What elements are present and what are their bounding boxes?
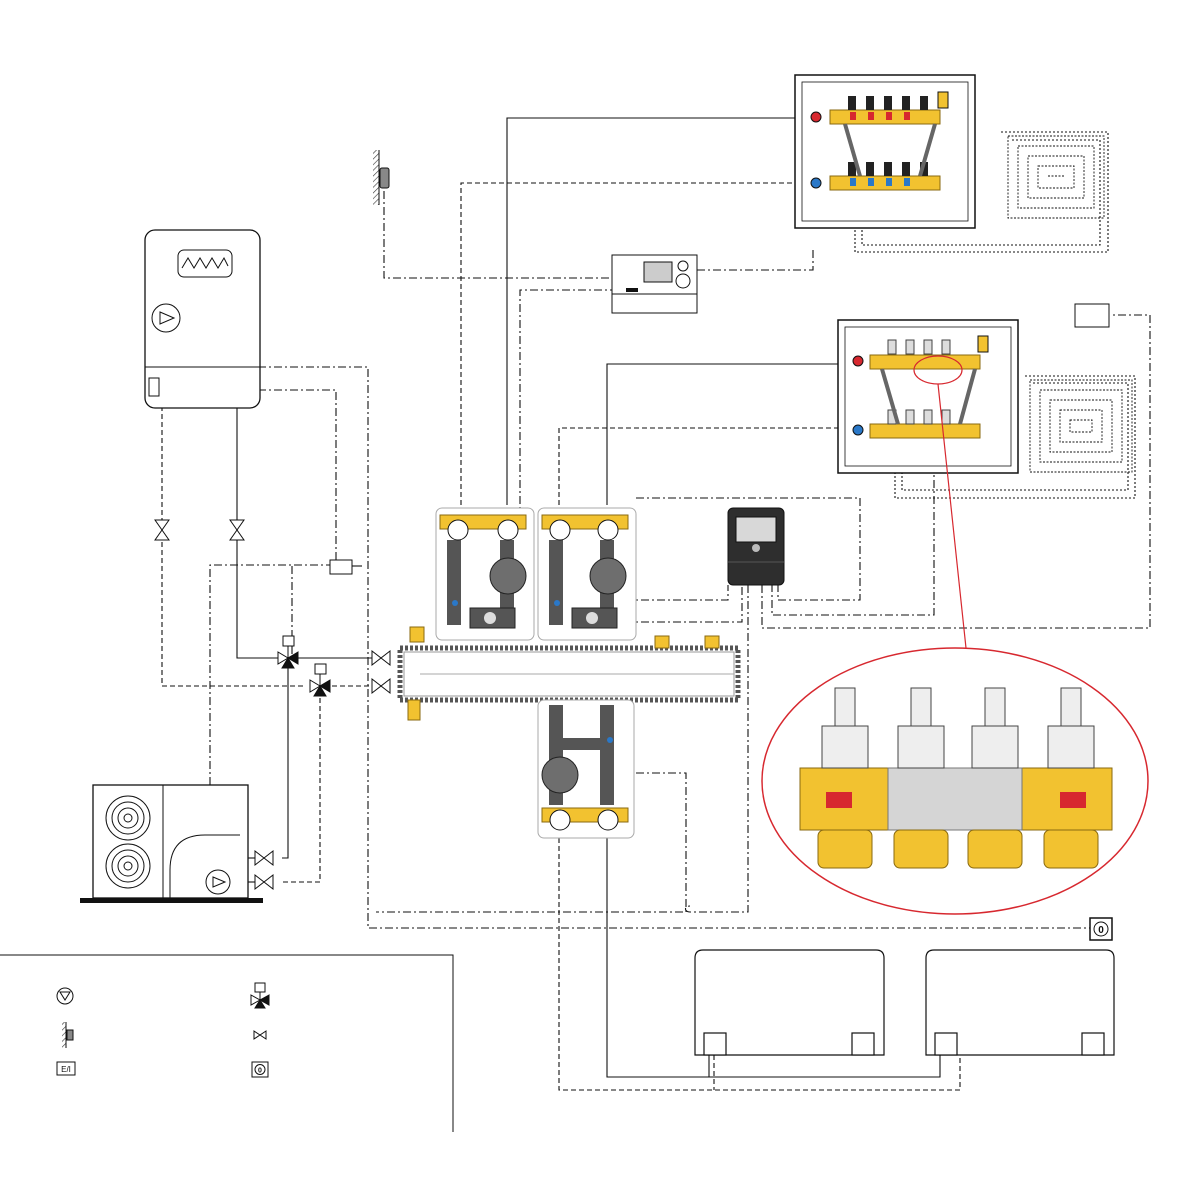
- manifold-detail-callout: [761, 383, 1149, 915]
- pump-group-3: [537, 699, 635, 839]
- legend-panel: E/I 0: [0, 954, 454, 1132]
- system-controller: [727, 507, 785, 586]
- thermostat-controller: [611, 254, 698, 314]
- floor-heating-loop-middle: [1029, 379, 1133, 473]
- legend-ei-label: E/I: [61, 1065, 71, 1074]
- manifold-cabinet-middle: [837, 319, 1019, 474]
- floor-heating-loop-top: [1007, 135, 1105, 219]
- legend-ei-box-icon: E/I: [56, 1061, 76, 1076]
- wiring-lines: [161, 117, 1151, 1091]
- legend-shutoff-valve-icon: [253, 1030, 267, 1040]
- fan-coil-units: [694, 949, 1115, 1056]
- boiler-unit: [144, 229, 261, 409]
- manifold-cabinet-top: [794, 74, 976, 229]
- room-sensor-icon: [373, 150, 390, 205]
- pump-group-1: [435, 507, 535, 641]
- legend-switch-label: 0: [258, 1068, 262, 1075]
- legend-onoff-switch-icon: 0: [251, 1061, 269, 1078]
- shutoff-valve-icon: [154, 519, 391, 891]
- outdoor-sensor-box: [1074, 303, 1110, 328]
- onoff-switch-icon: 0: [1089, 917, 1113, 941]
- pump-group-2: [537, 507, 637, 641]
- legend-three-way-valve-icon: [250, 982, 270, 1009]
- legend-room-sensor-icon: [62, 1022, 74, 1048]
- three-way-valve-icon: [277, 635, 331, 697]
- distribution-manifold: [397, 626, 741, 721]
- onoff-switch-label: 0: [1098, 925, 1104, 936]
- legend-pump-icon: [56, 987, 74, 1005]
- heat-pump-outdoor-unit: [80, 784, 263, 903]
- ei-box-icon: [329, 559, 353, 575]
